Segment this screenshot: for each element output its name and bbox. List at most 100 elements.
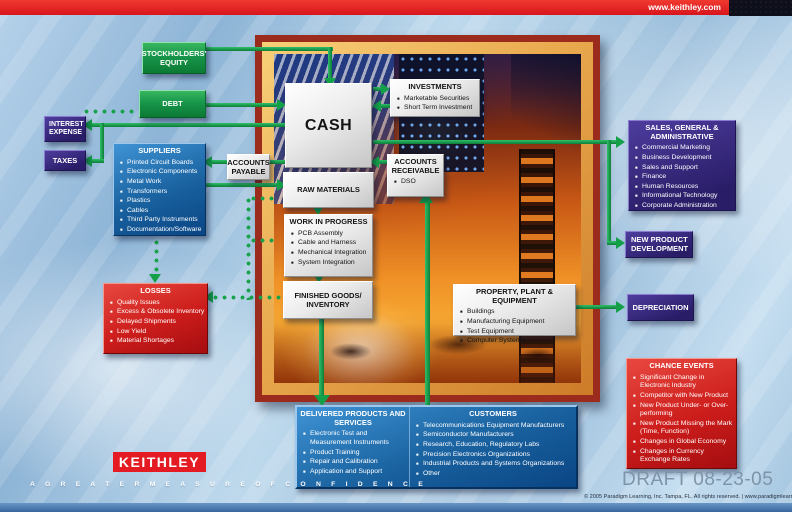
bullet-item: Transformers xyxy=(120,188,203,197)
investments-title: INVESTMENTS xyxy=(408,82,462,91)
top-red-bar: www.keithley.com xyxy=(0,0,792,15)
bullet-item: Buildings xyxy=(460,308,573,317)
photo-shadow xyxy=(511,54,581,154)
bullet-item: Repair and Calibration xyxy=(303,458,407,467)
accounts-receivable-list: DSO xyxy=(394,178,441,187)
arrow-finished-goods-to-delivered xyxy=(319,318,324,398)
raw-materials-title: RAW MATERIALS xyxy=(297,185,360,195)
dotted-debt-to-interest xyxy=(84,109,136,114)
arrow-suppliers-to-raw-materials xyxy=(206,183,280,187)
cash-box: CASH xyxy=(285,83,372,168)
arrowhead-into-ar xyxy=(419,192,433,203)
raw-materials-box: RAW MATERIALS xyxy=(283,172,374,208)
arrowhead-into-taxes xyxy=(83,155,92,167)
customers-section: CUSTOMERS Telecommunications Equipment M… xyxy=(410,407,576,487)
arrowhead-into-depreciation xyxy=(616,301,625,313)
interest-expense-box: INTEREST EXPENSE xyxy=(44,116,86,142)
customers-list: Telecommunications Equipment Manufacture… xyxy=(416,422,574,479)
arrow-to-taxes-stub xyxy=(92,159,104,163)
bullet-item: Product Training xyxy=(303,449,407,458)
suppliers-box: SUPPLIERS Printed Circuit Boards Electro… xyxy=(113,143,206,236)
delivered-and-customers-box: DELIVERED PRODUCTS AND SERVICES Electron… xyxy=(295,405,578,489)
arrow-branch-to-npd xyxy=(607,140,611,243)
dotted-vertical-losses-feed xyxy=(246,196,251,300)
arrow-cash-to-interest-expense xyxy=(92,123,285,127)
property-plant-equipment-box: PROPERTY, PLANT & EQUIPMENT Buildings Ma… xyxy=(453,284,576,344)
top-right-dark-block xyxy=(729,0,792,16)
stockholders-equity-box: STOCKHOLDERS' EQUITY xyxy=(142,42,206,74)
accounts-receivable-title: ACCOUNTS RECEIVABLE xyxy=(391,157,440,175)
bullet-item: Significant Change in Electronic Industr… xyxy=(633,374,734,391)
bullet-item: Informational Technology xyxy=(635,192,733,201)
accounts-payable-title: ACCOUNTS PAYABLE xyxy=(227,157,270,176)
bullet-item: DSO xyxy=(394,178,441,187)
accounts-payable-box: ACCOUNTS PAYABLE xyxy=(227,154,270,180)
arrowhead-into-npd xyxy=(616,237,625,249)
arrowhead-into-cash-top xyxy=(324,78,336,87)
arrow-to-npd-stub xyxy=(607,241,618,245)
arrowhead-into-raw-materials xyxy=(277,179,286,191)
keithley-logo: KEITHLEY xyxy=(113,452,206,472)
bullet-item: Marketable Securities xyxy=(397,95,477,104)
bullet-item: Commercial Marketing xyxy=(635,144,733,153)
arrowhead-into-delivered xyxy=(314,395,330,406)
delivered-products-section: DELIVERED PRODUCTS AND SERVICES Electron… xyxy=(297,407,410,487)
arrow-ar-to-cash xyxy=(379,160,388,164)
bullet-item: New Product Under- or Over-performing xyxy=(633,402,734,419)
bullet-item: Short Term Investment xyxy=(397,104,477,113)
bullet-item: Electronic Test and Measurement Instrume… xyxy=(303,430,407,447)
arrow-debt-to-cash xyxy=(206,103,280,107)
draft-stamp: DRAFT 08-23-05 xyxy=(622,469,774,490)
bullet-item: Industrial Products and Systems Organiza… xyxy=(416,460,574,469)
arrow-investments-to-cash xyxy=(381,104,390,108)
bullet-item: Finance xyxy=(635,173,733,182)
bullet-item: Corporate Administration xyxy=(635,202,733,211)
bullet-item: Business Development xyxy=(635,154,733,163)
copyright-line: © 2005 Paradigm Learning, Inc. Tampa, FL… xyxy=(584,494,792,500)
bullet-item: Delayed Shipments xyxy=(110,318,205,327)
keithley-url: www.keithley.com xyxy=(648,2,721,12)
taxes-box: TAXES xyxy=(44,150,86,171)
arrowhead-into-losses-right xyxy=(204,291,213,303)
new-product-development-title: NEW PRODUCT DEVELOPMENT xyxy=(631,235,689,253)
chance-events-title: CHANCE EVENTS xyxy=(649,361,714,370)
chance-events-list: Significant Change in Electronic Industr… xyxy=(633,374,734,465)
bullet-item: New Product Missing the Mark (Time, Func… xyxy=(633,420,734,437)
bullet-item: Application and Support xyxy=(303,468,407,477)
bullet-item: Mechanical Integration xyxy=(291,249,370,258)
bullet-item: Electronic Components xyxy=(120,168,203,177)
debt-title: DEBT xyxy=(162,99,183,109)
sales-general-admin-list: Commercial Marketing Business Developmen… xyxy=(635,144,733,210)
bullet-item: Printed Circuit Boards xyxy=(120,159,203,168)
work-in-progress-title: WORK IN PROGRESS xyxy=(289,217,368,226)
bullet-item: PCB Assembly xyxy=(291,230,370,239)
debt-box: DEBT xyxy=(139,90,206,118)
arrow-stockholders-to-cash xyxy=(206,47,333,51)
new-product-development-box: NEW PRODUCT DEVELOPMENT xyxy=(625,231,693,258)
bullet-item: Computer Systems xyxy=(460,337,573,346)
bullet-item: Cable and Harness xyxy=(291,239,370,248)
bullet-item: Metal Work xyxy=(120,178,203,187)
dotted-wip-to-losses xyxy=(251,238,278,243)
arrowhead-into-losses-top xyxy=(149,274,161,283)
arrowhead-into-cash-left xyxy=(277,99,286,111)
bullet-item: System Integration xyxy=(291,259,370,268)
arrowhead-into-suppliers xyxy=(203,156,212,168)
bullet-item: Quality Issues xyxy=(110,299,205,308)
taxes-title: TAXES xyxy=(52,155,78,165)
delivered-products-list: Electronic Test and Measurement Instrume… xyxy=(303,430,407,476)
bullet-item: Research, Education, Regulatory Labs xyxy=(416,441,574,450)
bullet-item: Human Resources xyxy=(635,183,733,192)
arrow-customers-to-ar xyxy=(425,203,430,405)
keithley-tagline: A G R E A T E R M E A S U R E O F C O N … xyxy=(30,481,427,488)
work-in-progress-box: WORK IN PROGRESS PCB Assembly Cable and … xyxy=(284,214,373,277)
customers-title: CUSTOMERS xyxy=(469,409,517,418)
delivered-products-title: DELIVERED PRODUCTS AND SERVICES xyxy=(300,409,406,427)
stockholders-equity-title: STOCKHOLDERS' EQUITY xyxy=(141,48,207,67)
bullet-item: Plastics xyxy=(120,197,203,206)
investments-list: Marketable Securities Short Term Investm… xyxy=(397,95,477,113)
arrowhead-into-investments xyxy=(381,83,390,95)
bullet-item: Competitor with New Product xyxy=(633,392,734,401)
accounts-receivable-box: ACCOUNTS RECEIVABLE DSO xyxy=(387,154,444,197)
work-in-progress-list: PCB Assembly Cable and Harness Mechanica… xyxy=(291,230,370,268)
